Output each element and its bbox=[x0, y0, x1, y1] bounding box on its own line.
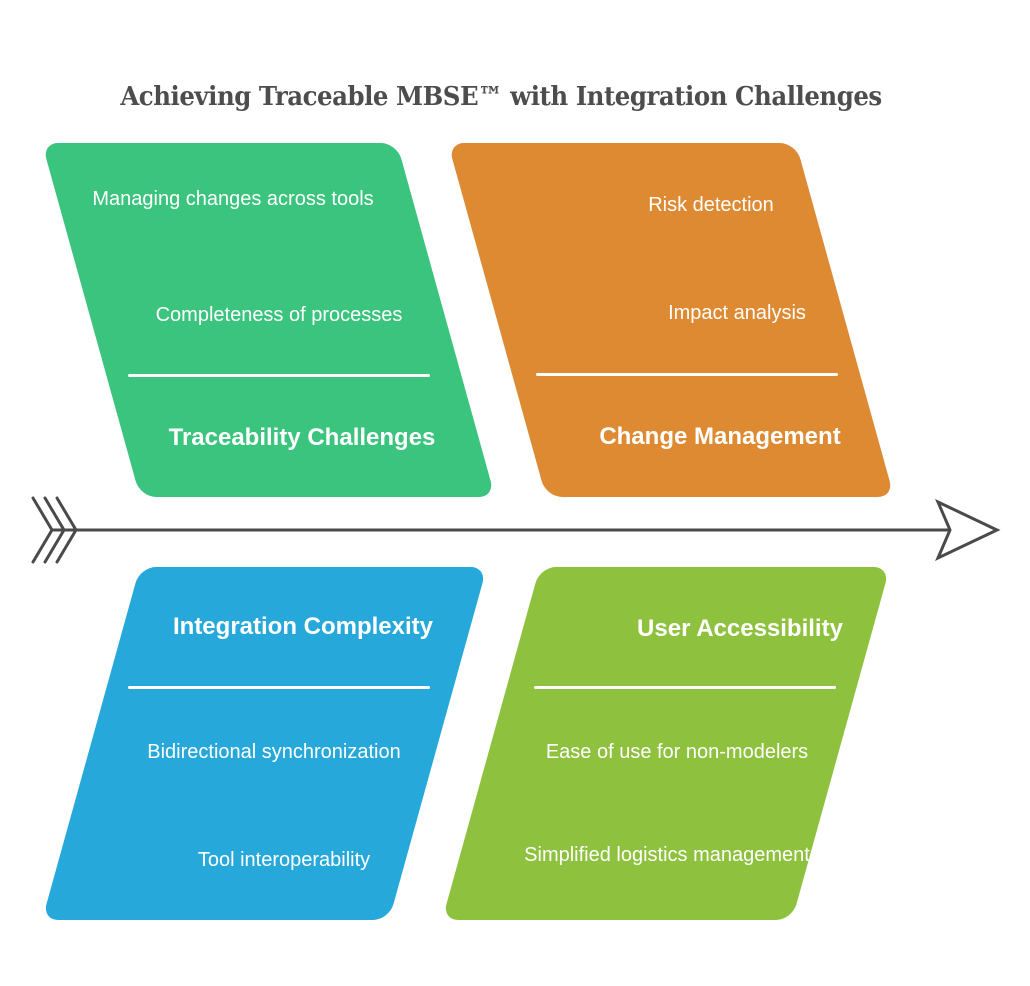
accessibility-heading: User Accessibility bbox=[637, 615, 843, 642]
traceability-item-2: Completeness of processes bbox=[155, 304, 403, 326]
change-item-1: Risk detection bbox=[648, 194, 774, 216]
page-title: Achieving Traceable MBSE™ with Integrati… bbox=[120, 82, 882, 112]
integration-item-2: Tool interoperability bbox=[197, 849, 371, 871]
traceability-divider bbox=[128, 374, 430, 377]
accessibility-divider bbox=[534, 686, 836, 689]
accessibility-item-2: Simplified logistics management bbox=[524, 844, 810, 866]
accessibility-item-1: Ease of use for non-modelers bbox=[545, 741, 809, 763]
traceability-heading: Traceability Challenges bbox=[168, 424, 436, 451]
arrowhead-icon bbox=[935, 498, 1001, 562]
change-heading: Change Management bbox=[599, 423, 841, 450]
traceability-item-1: Managing changes across tools bbox=[92, 188, 374, 210]
integration-divider bbox=[128, 686, 430, 689]
integration-item-1: Bidirectional synchronization bbox=[147, 741, 401, 763]
change-divider bbox=[536, 373, 838, 376]
change-item-2: Impact analysis bbox=[668, 302, 806, 324]
integration-heading: Integration Complexity bbox=[172, 613, 434, 640]
